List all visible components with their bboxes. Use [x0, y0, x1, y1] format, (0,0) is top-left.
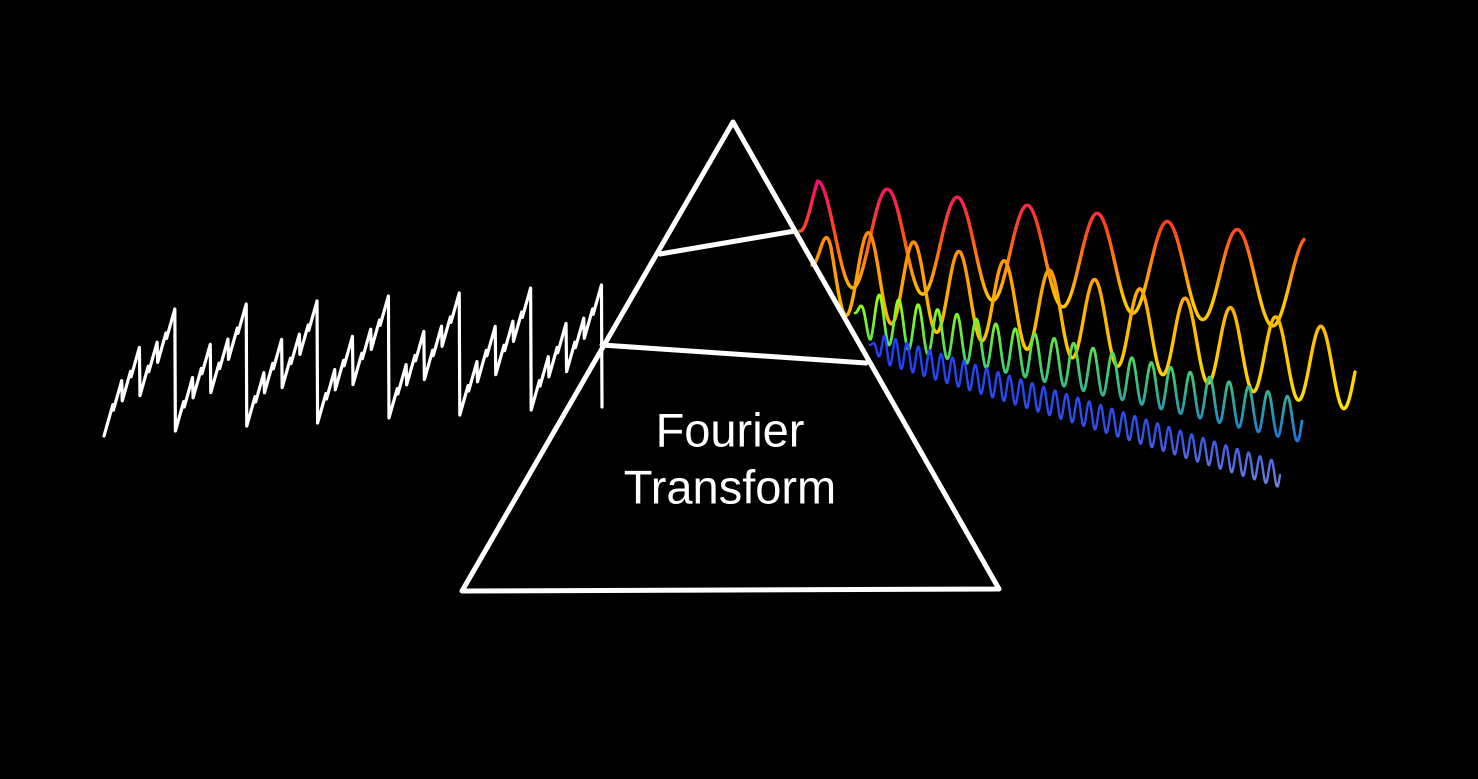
prism-inner-line-upper: [657, 228, 798, 257]
prism-label-line-2: Transform: [624, 460, 836, 513]
output-wave-orange: [810, 230, 1357, 411]
prism-outline: [459, 119, 1002, 594]
prism-inner-line-lower: [599, 342, 869, 366]
composite-input-waveform: [102, 283, 604, 438]
output-wave-red: [798, 179, 1306, 328]
output-wave-blue: [868, 334, 1282, 488]
prism-label-line-1: Fourier: [656, 403, 805, 456]
